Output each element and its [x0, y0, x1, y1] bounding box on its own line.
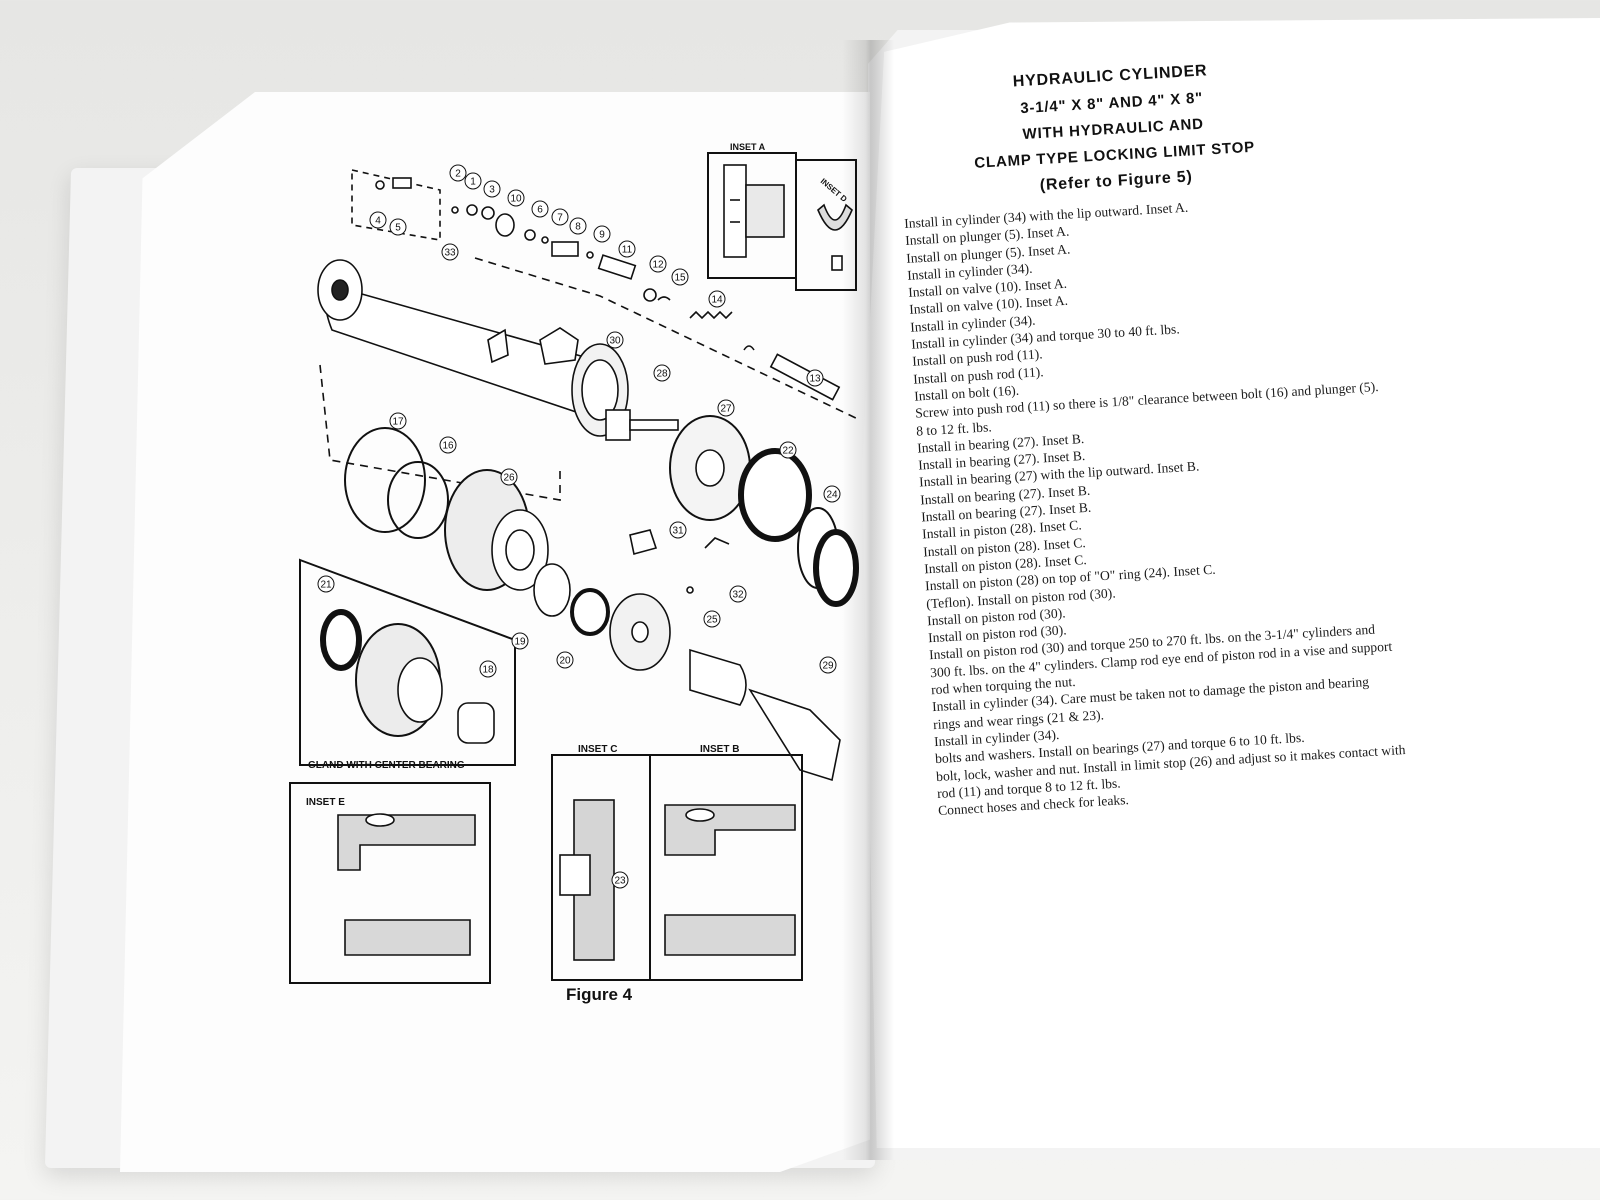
callout-number: 1	[470, 177, 476, 188]
callout-circle	[606, 331, 624, 349]
inset-a-label: INSET A	[730, 142, 766, 152]
instructions-block: HYDRAULIC CYLINDER 3-1/4" X 8" AND 4" X …	[900, 40, 1600, 819]
callout-number: 21	[320, 580, 332, 591]
callout-number: 20	[559, 656, 571, 667]
inset-e-label: INSET E	[306, 797, 345, 808]
callout-circle	[483, 180, 501, 198]
callout-circle	[819, 656, 837, 674]
callout-circle	[611, 871, 629, 889]
callout-circle	[441, 243, 459, 261]
callout-circle	[779, 441, 797, 459]
callout-circle	[317, 575, 335, 593]
callout-circle	[653, 364, 671, 382]
callout-number: 12	[652, 260, 664, 271]
inset-e-frame	[289, 782, 491, 984]
callout-number: 5	[395, 223, 401, 234]
callout-circle	[479, 660, 497, 678]
assembly-steps: Install in cylinder (34) with the lip ou…	[904, 174, 1600, 819]
callout-number: 6	[537, 205, 543, 216]
callout-circle	[823, 485, 841, 503]
callout-circle	[507, 189, 525, 207]
callout-number: 10	[510, 194, 522, 205]
callout-circle	[531, 200, 549, 218]
callout-circle	[806, 369, 824, 387]
callout-number: 8	[575, 222, 581, 233]
callout-number: 16	[442, 441, 454, 452]
callout-circle	[703, 610, 721, 628]
callout-number: 29	[822, 661, 834, 672]
callout-circle	[449, 164, 467, 182]
callout-circle	[369, 211, 387, 229]
callout-circle	[511, 632, 529, 650]
callout-circle	[618, 240, 636, 258]
callout-circle	[389, 412, 407, 430]
right-page	[862, 18, 1600, 1148]
callout-circle	[389, 218, 407, 236]
callout-circle	[464, 172, 482, 190]
callout-number: 26	[503, 473, 515, 484]
callout-number: 11	[622, 245, 633, 256]
callout-circle	[593, 225, 611, 243]
callout-number: 14	[711, 295, 723, 306]
inset-c-label: INSET C	[578, 744, 617, 755]
gland-inset-frame	[299, 558, 516, 766]
callout-number: 9	[599, 230, 605, 241]
callout-number: 7	[557, 213, 563, 224]
inset-b-label: INSET B	[700, 744, 739, 755]
callout-number: 27	[720, 404, 732, 415]
callout-number: 17	[392, 417, 404, 428]
callout-circle	[717, 399, 735, 417]
callout-number: 2	[455, 169, 461, 180]
callout-number: 22	[782, 446, 794, 457]
gland-inset-label: GLAND WITH CENTER BEARING	[308, 760, 465, 771]
callout-number: 19	[514, 637, 526, 648]
callout-circle	[669, 521, 687, 539]
callout-circle	[708, 290, 726, 308]
callout-circle	[649, 255, 667, 273]
callout-group: 1234567891011121314151617181920212223242…	[317, 164, 841, 889]
callout-number: 15	[674, 273, 686, 284]
callout-number: 33	[444, 248, 456, 259]
inset-b-frame	[649, 754, 803, 981]
figure-caption: Figure 4	[566, 985, 633, 1004]
callout-number: 18	[482, 665, 494, 676]
inset-d-label: INSET D	[819, 177, 849, 204]
callout-circle	[671, 268, 689, 286]
callout-circle	[729, 585, 747, 603]
section-heading: HYDRAULIC CYLINDER 3-1/4" X 8" AND 4" X …	[920, 57, 1306, 202]
callout-number: 30	[609, 336, 621, 347]
callout-number: 13	[809, 374, 821, 385]
callout-number: 25	[706, 615, 718, 626]
callout-number: 28	[656, 369, 668, 380]
callout-circle	[439, 436, 457, 454]
callout-number: 4	[375, 216, 381, 227]
callout-number: 32	[732, 590, 744, 601]
callout-number: 23	[614, 876, 626, 887]
callout-number: 3	[489, 185, 495, 196]
book-gutter-shadow	[842, 40, 894, 1160]
callout-circle	[551, 208, 569, 226]
callout-circle	[500, 468, 518, 486]
inset-d-frame	[795, 159, 857, 291]
callout-number: 24	[826, 490, 838, 501]
callout-circle	[569, 217, 587, 235]
callout-number: 31	[672, 526, 684, 537]
callout-circle	[556, 651, 574, 669]
